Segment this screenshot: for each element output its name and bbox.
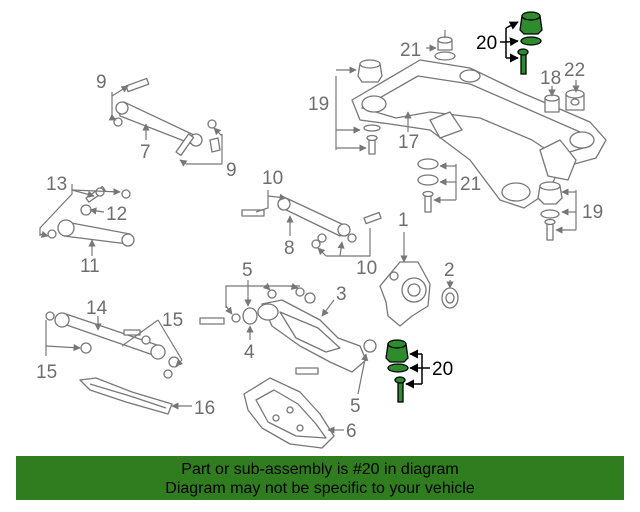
mount-19-left: [357, 59, 383, 155]
callout-4: 4: [244, 342, 255, 363]
wheel-knuckle: [379, 261, 431, 327]
mount-21-right: [417, 158, 439, 213]
bracket-16: [79, 377, 173, 415]
part-20-lower: [385, 339, 409, 403]
callout-20-lower: 20: [432, 359, 453, 380]
banner-line-2: Diagram may not be specific to your vehi…: [165, 480, 475, 497]
callout-22: 22: [564, 60, 585, 81]
mount-19-right: [537, 181, 563, 241]
lower-control-arm-3: [199, 287, 377, 375]
leader-lines: [39, 44, 580, 434]
callout-21-upper: 21: [400, 40, 421, 61]
callout-5-lower: 5: [350, 396, 361, 417]
callout-20-upper: 20: [476, 33, 497, 54]
callout-13: 13: [46, 174, 67, 195]
shield-6: [243, 377, 335, 449]
callout-19-left: 19: [308, 94, 329, 115]
callout-15-left: 15: [36, 362, 57, 383]
mount-21-upper: [434, 30, 456, 61]
callout-3: 3: [336, 284, 347, 305]
banner-line-1: Part or sub-assembly is #20 in diagram: [181, 461, 459, 478]
part-20-top: [517, 11, 543, 75]
link-14: [45, 311, 180, 379]
arm-8: [241, 197, 382, 249]
control-arm-7: [113, 77, 221, 157]
callout-18: 18: [540, 68, 561, 89]
callout-2: 2: [444, 260, 455, 281]
callout-11: 11: [80, 256, 100, 277]
callout-6: 6: [346, 421, 357, 442]
leader-lines-20: [405, 21, 519, 389]
callout-14: 14: [86, 298, 108, 319]
lateral-arm-11: [47, 185, 135, 247]
callout-labels: 1 2 3 4 5 5 6 7 8 9 9 10 10 11 12 13 14 …: [36, 33, 603, 442]
parts-diagram: 1 2 3 4 5 5 6 7 8 9 9 10 10 11 12 13 14 …: [36, 11, 607, 449]
bushing-18: [544, 94, 560, 113]
bushing-22: [565, 89, 585, 111]
callout-21-right: 21: [460, 174, 481, 195]
callout-12: 12: [106, 204, 127, 225]
callout-10-upper: 10: [262, 168, 283, 189]
rear-subframe: [351, 59, 607, 209]
callout-17: 17: [398, 132, 419, 153]
callout-10-lower: 10: [356, 258, 377, 279]
callout-19-right: 19: [582, 202, 603, 223]
callout-8: 8: [284, 238, 295, 259]
callout-1: 1: [398, 210, 409, 231]
callout-15-right: 15: [162, 310, 183, 331]
callout-5-upper: 5: [242, 260, 253, 281]
callout-9-lower: 9: [226, 160, 237, 181]
callout-16: 16: [194, 398, 215, 419]
info-banner: Part or sub-assembly is #20 in diagram D…: [16, 456, 624, 500]
callout-7: 7: [140, 142, 151, 163]
callout-9-upper: 9: [96, 72, 107, 93]
bushing-2: [441, 287, 459, 309]
